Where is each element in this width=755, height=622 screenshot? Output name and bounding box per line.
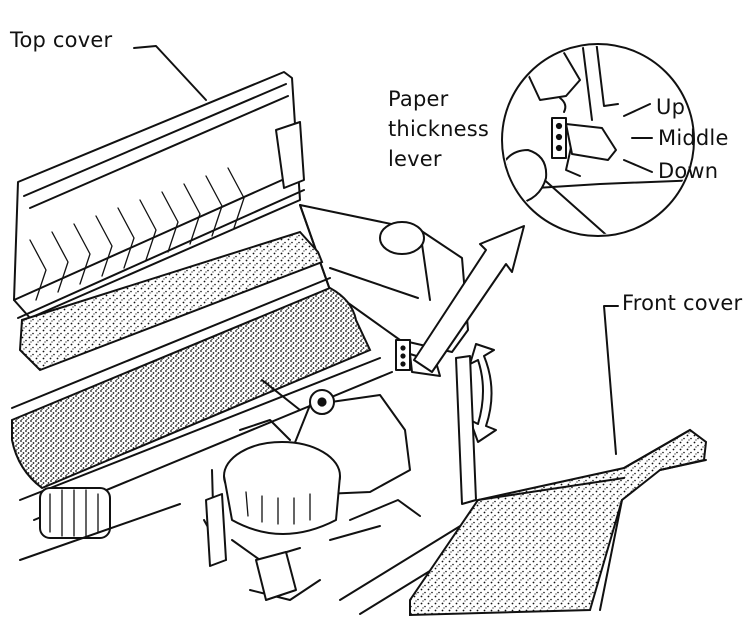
down-label: Down <box>658 159 718 183</box>
middle-label: Middle <box>658 126 729 150</box>
front-cover-leader <box>603 305 619 455</box>
zoom-arrow <box>413 225 525 373</box>
up-indicator <box>623 103 651 117</box>
paper-thickness-label-line2: thickness <box>388 117 489 141</box>
up-label: Up <box>656 95 685 119</box>
inset-detail <box>501 43 695 237</box>
down-indicator <box>623 159 653 173</box>
lever-motion-arrow <box>469 343 497 443</box>
top-cover <box>13 71 305 319</box>
top-cover-leader <box>133 45 207 101</box>
front-cover <box>409 428 708 617</box>
paper-thickness-label-line1: Paper <box>388 87 449 111</box>
front-cover-label: Front cover <box>622 291 743 315</box>
print-head <box>223 389 411 535</box>
paper-thickness-label-line3: lever <box>388 147 442 171</box>
top-cover-label: Top cover <box>9 28 112 52</box>
